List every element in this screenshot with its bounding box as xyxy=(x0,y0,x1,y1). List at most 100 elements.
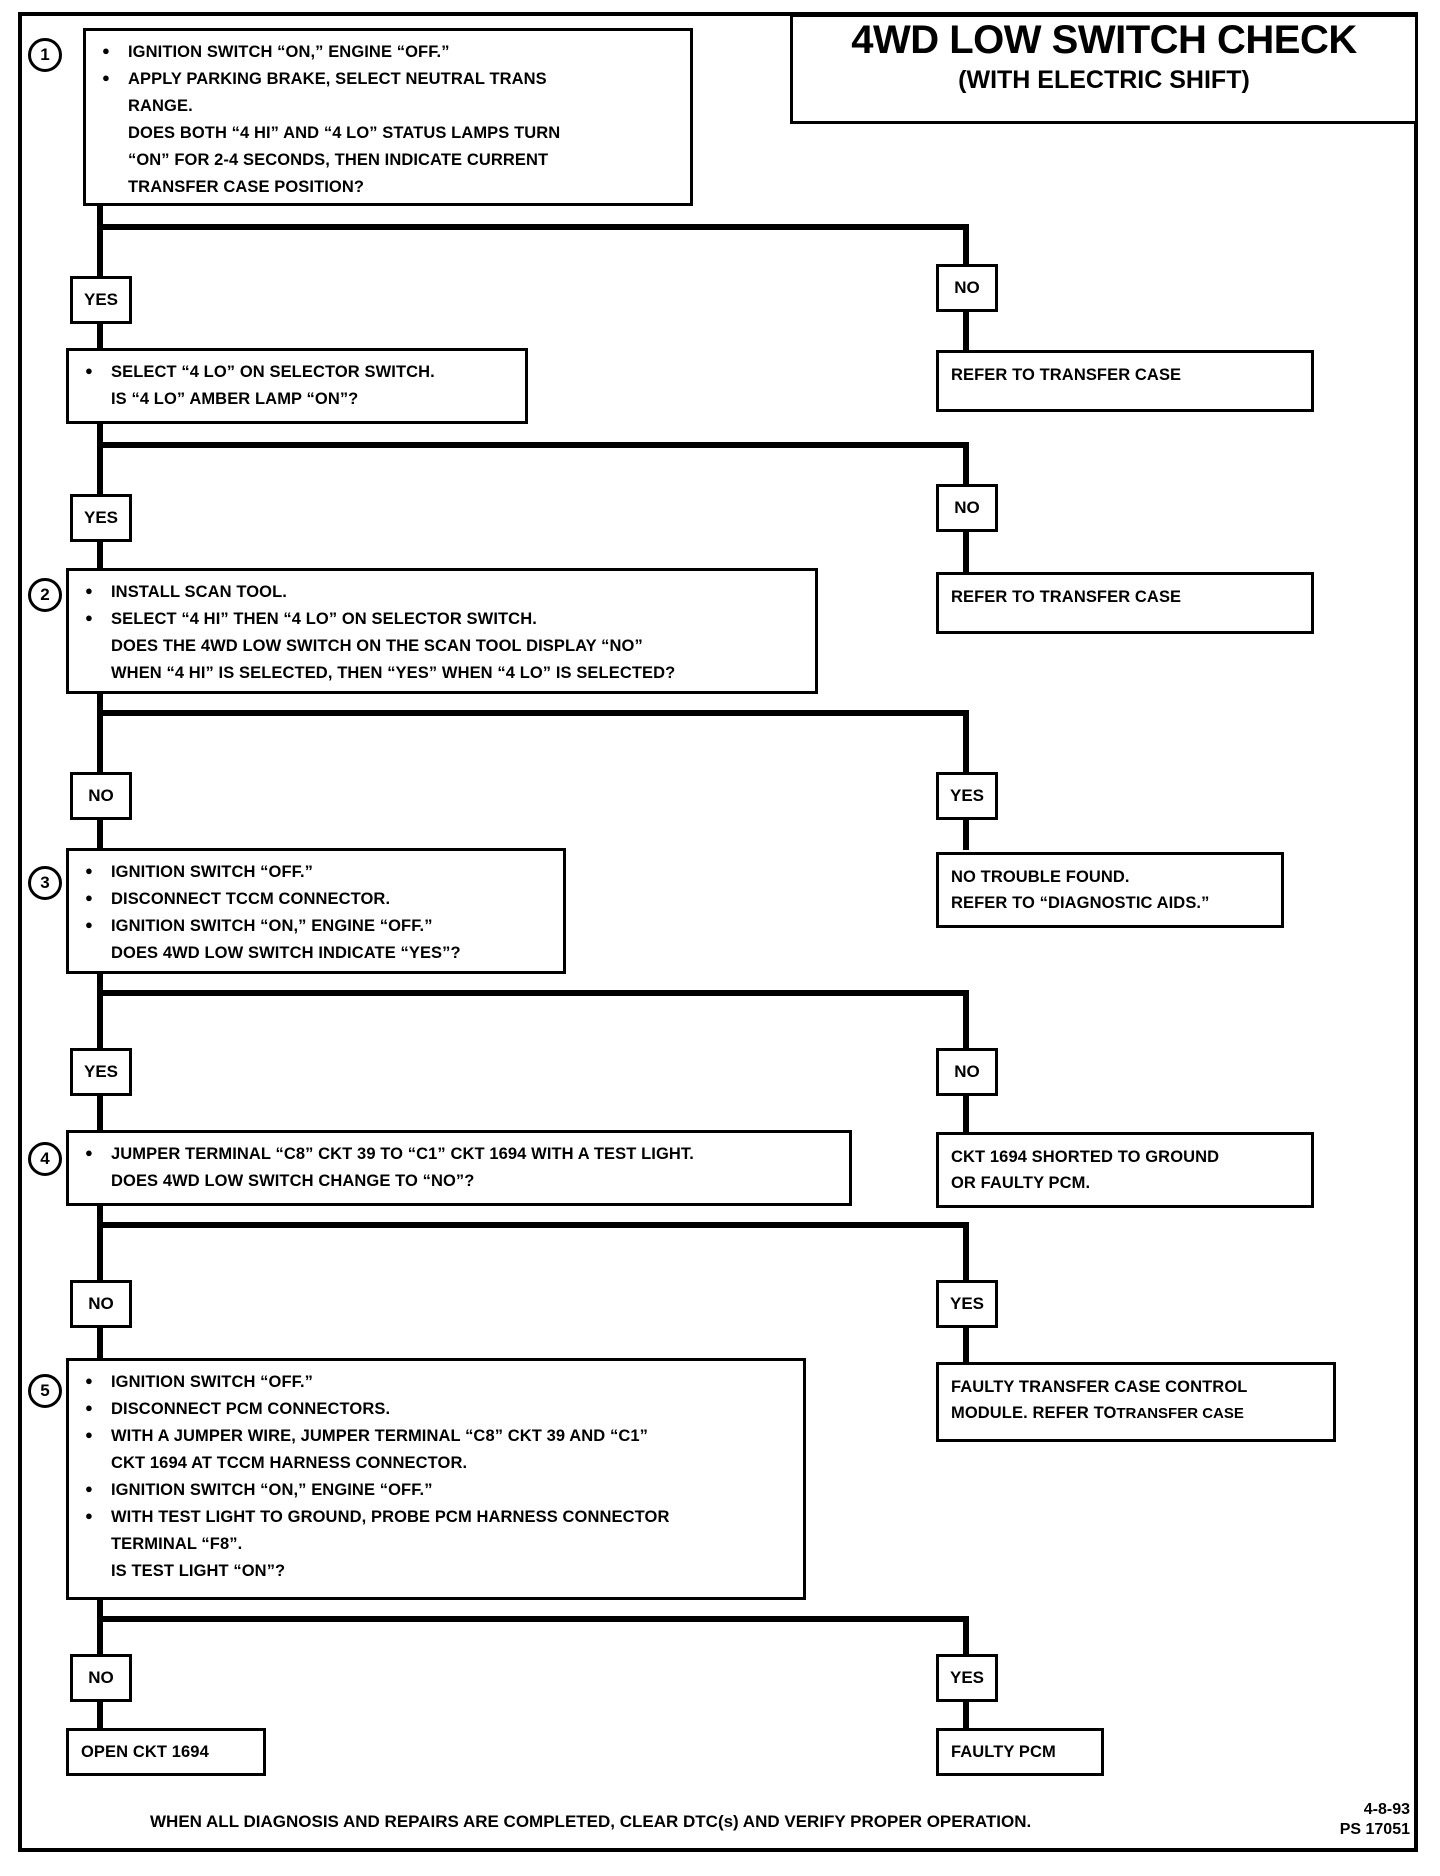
connector-vertical xyxy=(97,990,103,1052)
branch-label-no: NO xyxy=(70,1654,132,1702)
page-border xyxy=(18,12,1418,1852)
result-box-faulty-pcm: FAULTY PCM xyxy=(936,1728,1104,1776)
connector-horizontal xyxy=(97,224,969,230)
title-block: 4WD LOW SWITCH CHECK (WITH ELECTRIC SHIF… xyxy=(790,14,1418,124)
connector-vertical xyxy=(97,974,103,996)
branch-label-no: NO xyxy=(936,1048,998,1096)
connector-vertical xyxy=(963,818,969,850)
connector-vertical xyxy=(963,1616,969,1658)
step-line: DOES 4WD LOW SWITCH INDICATE “YES”? xyxy=(111,944,461,962)
branch-label-no: NO xyxy=(936,264,998,312)
result-line: CKT 1694 SHORTED TO GROUND xyxy=(951,1148,1220,1166)
step-line: DOES 4WD LOW SWITCH CHANGE TO “NO”? xyxy=(111,1172,475,1190)
connector-vertical xyxy=(97,818,103,850)
step-box-1: IGNITION SWITCH “ON,” ENGINE “OFF.” APPL… xyxy=(83,28,693,206)
connector-vertical xyxy=(97,1700,103,1732)
connector-vertical xyxy=(97,1616,103,1658)
step-line: RANGE. xyxy=(128,97,193,115)
step-line: SELECT “4 LO” ON SELECTOR SWITCH. xyxy=(81,358,515,385)
step-line: TERMINAL “F8”. xyxy=(111,1535,243,1553)
result-box-no-trouble-found: NO TROUBLE FOUND. REFER TO “DIAGNOSTIC A… xyxy=(936,852,1284,928)
result-box-faulty-transfer-case-control-module: FAULTY TRANSFER CASE CONTROL MODULE. REF… xyxy=(936,1362,1336,1442)
connector-vertical xyxy=(963,710,969,776)
connector-vertical xyxy=(97,442,103,498)
stamp-doc-id: PS 17051 xyxy=(1339,1821,1410,1838)
result-line-ref: TRANSFER CASE xyxy=(1116,1405,1244,1422)
connector-vertical xyxy=(97,1094,103,1132)
connector-horizontal xyxy=(97,710,969,716)
page-subtitle: (WITH ELECTRIC SHIFT) xyxy=(958,66,1250,94)
step-line: DISCONNECT PCM CONNECTORS. xyxy=(81,1395,793,1422)
step-line: APPLY PARKING BRAKE, SELECT NEUTRAL TRAN… xyxy=(98,65,680,92)
step-number-1: 1 xyxy=(28,38,62,72)
branch-label-no: NO xyxy=(936,484,998,532)
step-number-5: 5 xyxy=(28,1374,62,1408)
connector-horizontal xyxy=(97,1222,969,1228)
branch-label-yes: YES xyxy=(936,1654,998,1702)
connector-vertical xyxy=(97,1206,103,1228)
result-line: FAULTY TRANSFER CASE CONTROL xyxy=(951,1378,1248,1396)
result-line: MODULE. REFER TO xyxy=(951,1404,1117,1422)
result-line: REFER TO “DIAGNOSTIC AIDS.” xyxy=(951,894,1210,912)
step-box-2: INSTALL SCAN TOOL. SELECT “4 HI” THEN “4… xyxy=(66,568,818,694)
stamp-date: 4-8-93 xyxy=(1363,1801,1410,1818)
connector-horizontal xyxy=(97,442,969,448)
connector-vertical xyxy=(97,424,103,448)
step-box-1b: SELECT “4 LO” ON SELECTOR SWITCH. IS “4 … xyxy=(66,348,528,424)
step-line: DOES BOTH “4 HI” AND “4 LO” STATUS LAMPS… xyxy=(128,124,561,142)
step-box-3: IGNITION SWITCH “OFF.” DISCONNECT TCCM C… xyxy=(66,848,566,974)
result-line: NO TROUBLE FOUND. xyxy=(951,868,1130,886)
step-line: IGNITION SWITCH “ON,” ENGINE “OFF.” xyxy=(98,38,680,65)
step-line: WITH TEST LIGHT TO GROUND, PROBE PCM HAR… xyxy=(81,1503,793,1530)
step-line: IGNITION SWITCH “ON,” ENGINE “OFF.” xyxy=(81,912,553,939)
branch-label-yes: YES xyxy=(70,276,132,324)
connector-vertical xyxy=(97,710,103,776)
result-box-refer-transfer-case-2: REFER TO TRANSFER CASE xyxy=(936,572,1314,634)
step-box-5: IGNITION SWITCH “OFF.” DISCONNECT PCM CO… xyxy=(66,1358,806,1600)
connector-vertical xyxy=(963,990,969,1052)
branch-label-yes: YES xyxy=(936,1280,998,1328)
result-line: FAULTY PCM xyxy=(951,1743,1056,1761)
step-line: DISCONNECT TCCM CONNECTOR. xyxy=(81,885,553,912)
connector-vertical xyxy=(97,540,103,572)
step-line: IGNITION SWITCH “OFF.” xyxy=(81,858,553,885)
step-line: TRANSFER CASE POSITION? xyxy=(128,178,365,196)
step-line: WITH A JUMPER WIRE, JUMPER TERMINAL “C8”… xyxy=(81,1422,793,1449)
connector-vertical xyxy=(97,322,103,354)
result-line: OR FAULTY PCM. xyxy=(951,1174,1091,1192)
step-line: DOES THE 4WD LOW SWITCH ON THE SCAN TOOL… xyxy=(111,637,643,655)
result-box-ckt-shorted: CKT 1694 SHORTED TO GROUND OR FAULTY PCM… xyxy=(936,1132,1314,1208)
branch-label-yes: YES xyxy=(936,772,998,820)
step-line: IS TEST LIGHT “ON”? xyxy=(111,1562,286,1580)
result-box-open-ckt-1694: OPEN CKT 1694 xyxy=(66,1728,266,1776)
result-line: REFER TO TRANSFER CASE xyxy=(951,366,1182,384)
result-line: REFER TO TRANSFER CASE xyxy=(951,588,1182,606)
connector-vertical xyxy=(963,1094,969,1132)
step-line: IGNITION SWITCH “OFF.” xyxy=(81,1368,793,1395)
document-stamp: 4-8-93 PS 17051 xyxy=(1250,1800,1410,1840)
result-box-refer-transfer-case-1: REFER TO TRANSFER CASE xyxy=(936,350,1314,412)
step-line: IS “4 LO” AMBER LAMP “ON”? xyxy=(111,390,359,408)
page-title: 4WD LOW SWITCH CHECK xyxy=(851,18,1357,62)
connector-vertical xyxy=(963,1222,969,1284)
connector-vertical xyxy=(963,1700,969,1732)
step-number-4: 4 xyxy=(28,1142,62,1176)
step-line: SELECT “4 HI” THEN “4 LO” ON SELECTOR SW… xyxy=(81,605,805,632)
step-line: “ON” FOR 2-4 SECONDS, THEN INDICATE CURR… xyxy=(128,151,549,169)
step-line: IGNITION SWITCH “ON,” ENGINE “OFF.” xyxy=(81,1476,793,1503)
connector-vertical xyxy=(963,224,969,268)
connector-vertical xyxy=(963,310,969,354)
connector-vertical xyxy=(97,206,103,230)
connector-vertical xyxy=(97,1600,103,1622)
connector-vertical xyxy=(97,224,103,280)
branch-label-yes: YES xyxy=(70,1048,132,1096)
step-number-3: 3 xyxy=(28,866,62,900)
connector-vertical xyxy=(963,530,969,576)
branch-label-no: NO xyxy=(70,1280,132,1328)
step-box-4: JUMPER TERMINAL “C8” CKT 39 TO “C1” CKT … xyxy=(66,1130,852,1206)
connector-vertical xyxy=(97,1222,103,1284)
step-line: INSTALL SCAN TOOL. xyxy=(81,578,805,605)
branch-label-yes: YES xyxy=(70,494,132,542)
connector-vertical xyxy=(97,694,103,716)
step-line: JUMPER TERMINAL “C8” CKT 39 TO “C1” CKT … xyxy=(81,1140,839,1167)
